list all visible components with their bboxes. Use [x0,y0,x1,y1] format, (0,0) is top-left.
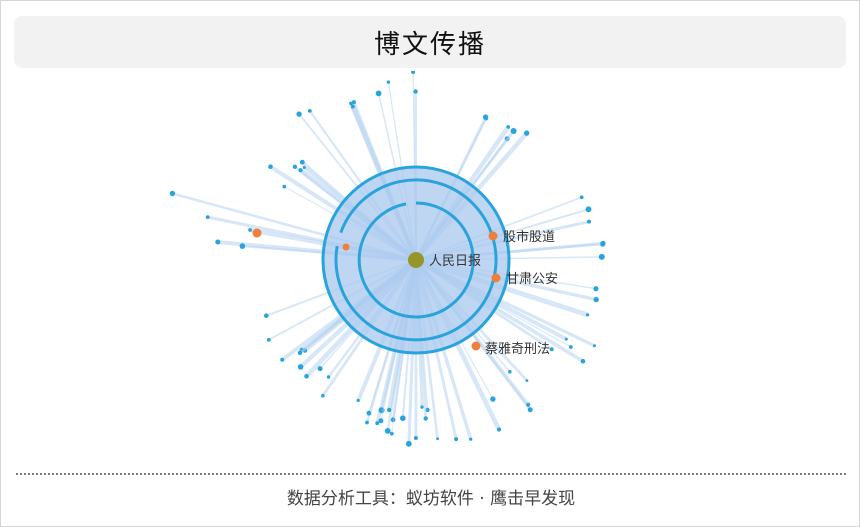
spread-leaf-node [292,164,298,169]
spread-leaf-node [296,111,302,117]
spread-leaf-node [508,369,512,374]
spread-leaf-node [169,190,176,197]
spread-leaf-node [384,428,391,434]
key-relay-node [491,273,501,283]
spread-leaf-node [413,89,418,94]
level-3-arc [357,201,475,319]
outer-ring [321,165,511,355]
spread-leaf-node [524,130,530,136]
title-bar: 博文传播 [14,16,846,68]
spread-leaf-node [297,350,303,355]
spread-leaf-node [469,437,473,441]
spread-leaf-node [378,418,384,424]
spread-leaf-node [593,344,596,348]
spread-leaf-node [282,184,287,189]
spread-leaf-node [579,195,584,200]
spread-leaf-node [307,109,312,113]
footer-credit: 数据分析工具：蚁坊软件 · 鹰击早发现 [286,489,576,509]
spread-leaf-node [600,240,606,246]
spread-leaf-node [317,366,323,372]
spread-leaf-node [580,358,586,364]
spread-leaf-node [413,436,418,440]
spread-leaf-node [405,440,412,447]
spread-leaf-node [266,337,271,342]
spread-leaf-node [365,420,369,425]
key-relay-label: 甘肃公安 [506,272,558,287]
spread-leaf-node [454,437,459,442]
key-relay-label: 股市股道 [503,229,555,245]
spread-leaf-node [549,347,554,352]
key-relay-node [471,341,481,351]
spread-leaf-node [593,286,599,292]
key-relay-node [488,231,498,241]
spread-leaf-node [297,364,304,370]
spread-leaf-node [239,243,246,249]
spread-leaf-node [280,357,285,362]
spread-leaf-node [585,206,592,213]
spread-leaf-node [593,296,599,303]
spread-leaf-node [598,253,605,260]
spread-leaf-node [568,345,573,349]
key-relay-label: 蔡雅奇刑法 [485,341,550,357]
spread-leaf-node [510,128,517,134]
spread-leaf-node [411,70,416,74]
spread-leaf-node [484,117,488,121]
spread-leaf-node [420,405,424,409]
page-title: 博文传播 [373,29,486,60]
spread-leaf-node [351,100,356,105]
footer-divider [16,473,846,475]
spread-leaf-node [264,313,269,318]
spread-leaf-node [496,427,502,432]
spread-leaf-node [326,375,331,379]
relay-node [342,243,350,251]
spread-leaf-node [386,80,391,84]
spread-leaf-node [587,219,591,224]
spread-leaf-node [205,215,210,220]
spread-leaf-node [268,164,273,169]
spread-leaf-node [506,125,511,129]
spread-leaf-node [564,337,568,341]
spread-leaf-node [586,313,590,317]
relay-node [252,228,262,238]
spread-leaf-node [525,379,529,382]
spread-leaf-node [298,168,303,173]
spread-leaf-node [349,101,353,106]
root-node-label: 人民日报 [429,254,481,269]
spread-leaf-node [389,431,394,436]
spread-leaf-node [299,159,305,165]
spread-leaf-node [400,415,406,422]
spread-leaf-node [356,398,360,403]
propagation-chart: 人民日报 股市股道甘肃公安蔡雅奇刑法 [1,70,860,471]
spread-leaf-node [304,374,309,379]
spread-leaf-node [321,393,325,398]
spread-leaf-node [527,407,533,413]
spread-leaf-node [350,104,355,109]
spread-leaf-node [423,416,428,421]
spread-leaf-node [366,410,372,416]
spread-leaf-node [490,396,496,402]
spread-leaf-node [375,90,382,97]
root-node [408,252,424,268]
spread-leaf-node [375,421,380,426]
spread-leaf-node [387,407,392,413]
spread-leaf-node [436,437,439,441]
spread-leaf-node [248,228,253,232]
spread-leaf-node [526,402,531,407]
spread-leaf-node [215,239,221,245]
